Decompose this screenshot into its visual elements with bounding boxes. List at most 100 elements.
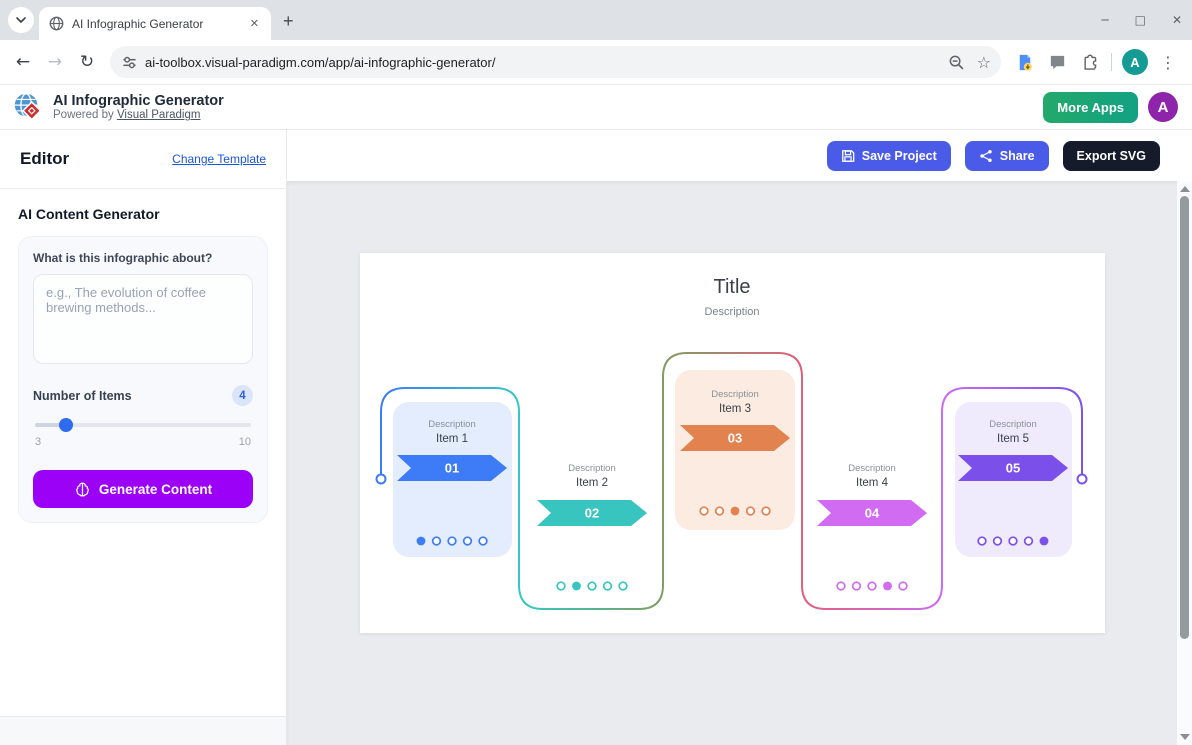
dot-active (1039, 536, 1049, 546)
share-button[interactable]: Share (964, 140, 1049, 171)
save-icon (841, 149, 855, 162)
reader-extension-icon[interactable] (1015, 53, 1034, 72)
dot-inactive (745, 506, 756, 516)
browser-profile-avatar[interactable]: A (1122, 49, 1148, 75)
change-template-link[interactable]: Change Template (172, 152, 266, 166)
browser-toolbar: ← → ↻ ai-toolbox.visual-paradigm.com/app… (0, 40, 1192, 85)
item-label: Item 3 (719, 403, 751, 415)
extensions-area (1015, 52, 1101, 72)
export-svg-label: Export SVG (1076, 148, 1146, 163)
scrollbar-thumb[interactable] (1180, 196, 1189, 639)
visual-paradigm-logo (14, 93, 42, 121)
vertical-scrollbar[interactable] (1177, 181, 1192, 745)
item-description: Description (568, 463, 616, 474)
dot-active (730, 506, 740, 516)
dot-inactive (447, 536, 457, 546)
dot-inactive (587, 581, 597, 591)
item-description: Description (989, 419, 1037, 430)
visual-paradigm-link[interactable]: Visual Paradigm (116, 109, 201, 122)
scroll-up-arrow-icon[interactable] (1180, 186, 1190, 192)
item-label: Item 5 (997, 433, 1029, 445)
zoom-out-icon[interactable] (948, 54, 965, 71)
item-label: Item 1 (436, 433, 468, 445)
topic-input[interactable] (33, 274, 253, 364)
save-project-button[interactable]: Save Project (826, 140, 951, 171)
back-button[interactable]: ← (15, 52, 31, 72)
item-label: Item 4 (856, 477, 889, 489)
extensions-puzzle-icon[interactable] (1081, 52, 1101, 72)
tab-search-button[interactable] (8, 7, 34, 33)
save-project-label: Save Project (861, 148, 937, 163)
slider-track[interactable] (35, 423, 251, 427)
connector-end-dot (1076, 473, 1088, 485)
maximize-button[interactable]: □ (1134, 13, 1146, 27)
browser-tab[interactable]: AI Infographic Generator ✕ (39, 7, 271, 40)
dot-inactive (761, 506, 771, 516)
item-description: Description (711, 389, 759, 400)
globe-icon (49, 16, 64, 31)
app-title: AI Infographic Generator (53, 92, 224, 109)
dot-inactive (478, 536, 488, 546)
infographic-title[interactable]: Title (713, 276, 750, 298)
item-arrow (958, 455, 1068, 481)
dot-inactive (977, 536, 987, 546)
connector-start-dot (375, 473, 387, 485)
item-number: 01 (445, 461, 459, 476)
ai-content-generator-title: AI Content Generator (18, 206, 160, 222)
item-description: Description (848, 463, 896, 474)
dot-inactive (992, 536, 1003, 546)
dot-inactive (714, 506, 725, 516)
url-text[interactable]: ai-toolbox.visual-paradigm.com/app/ai-in… (145, 54, 496, 70)
infographic-description[interactable]: Description (704, 306, 759, 318)
refresh-button[interactable]: ↻ (79, 52, 95, 72)
feedback-extension-icon[interactable] (1048, 53, 1067, 72)
item-arrow (397, 455, 507, 481)
dot-active (572, 581, 581, 591)
tune-icon[interactable] (122, 55, 137, 70)
sidebar-footer (0, 716, 286, 745)
dot-inactive (898, 581, 908, 591)
topic-label: What is this infographic about? (33, 251, 213, 265)
items-slider[interactable] (35, 418, 251, 432)
share-icon (980, 149, 992, 162)
items-count-badge: 4 (232, 385, 253, 406)
chevron-down-icon (16, 17, 26, 24)
item-number: 03 (728, 431, 742, 446)
slider-max-label: 10 (238, 436, 251, 448)
dot-active (416, 536, 426, 546)
minimize-button[interactable]: ─ (1101, 13, 1109, 27)
editor-sidebar: Editor Change Template AI Content Genera… (0, 130, 287, 745)
more-apps-button[interactable]: More Apps (1043, 91, 1138, 123)
dot-active (883, 581, 892, 591)
dot-inactive (431, 536, 442, 546)
new-tab-button[interactable]: + (283, 11, 294, 31)
dot-inactive (556, 581, 566, 591)
app-header: AI Infographic Generator Powered by Visu… (0, 85, 1192, 130)
generate-content-button[interactable]: Generate Content (33, 470, 253, 508)
scroll-down-arrow-icon[interactable] (1180, 734, 1190, 740)
slider-handle[interactable] (58, 418, 73, 432)
export-svg-button[interactable]: Export SVG (1062, 140, 1160, 171)
dot-inactive (836, 581, 846, 591)
bookmark-star-icon[interactable]: ☆ (976, 52, 991, 72)
browser-menu-icon[interactable]: ⋮ (1160, 52, 1176, 72)
tab-close-icon[interactable]: ✕ (249, 18, 259, 30)
url-bar[interactable]: ai-toolbox.visual-paradigm.com/app/ai-in… (110, 46, 1001, 78)
close-button[interactable]: ✕ (1171, 13, 1182, 27)
forward-button[interactable]: → (47, 52, 63, 72)
account-avatar[interactable]: A (1148, 92, 1178, 122)
dot-inactive (1023, 536, 1034, 546)
share-label: Share (999, 148, 1035, 163)
item-arrow (817, 500, 927, 526)
item-number: 05 (1006, 461, 1020, 476)
dot-inactive (1008, 536, 1018, 546)
dot-inactive (851, 581, 862, 591)
